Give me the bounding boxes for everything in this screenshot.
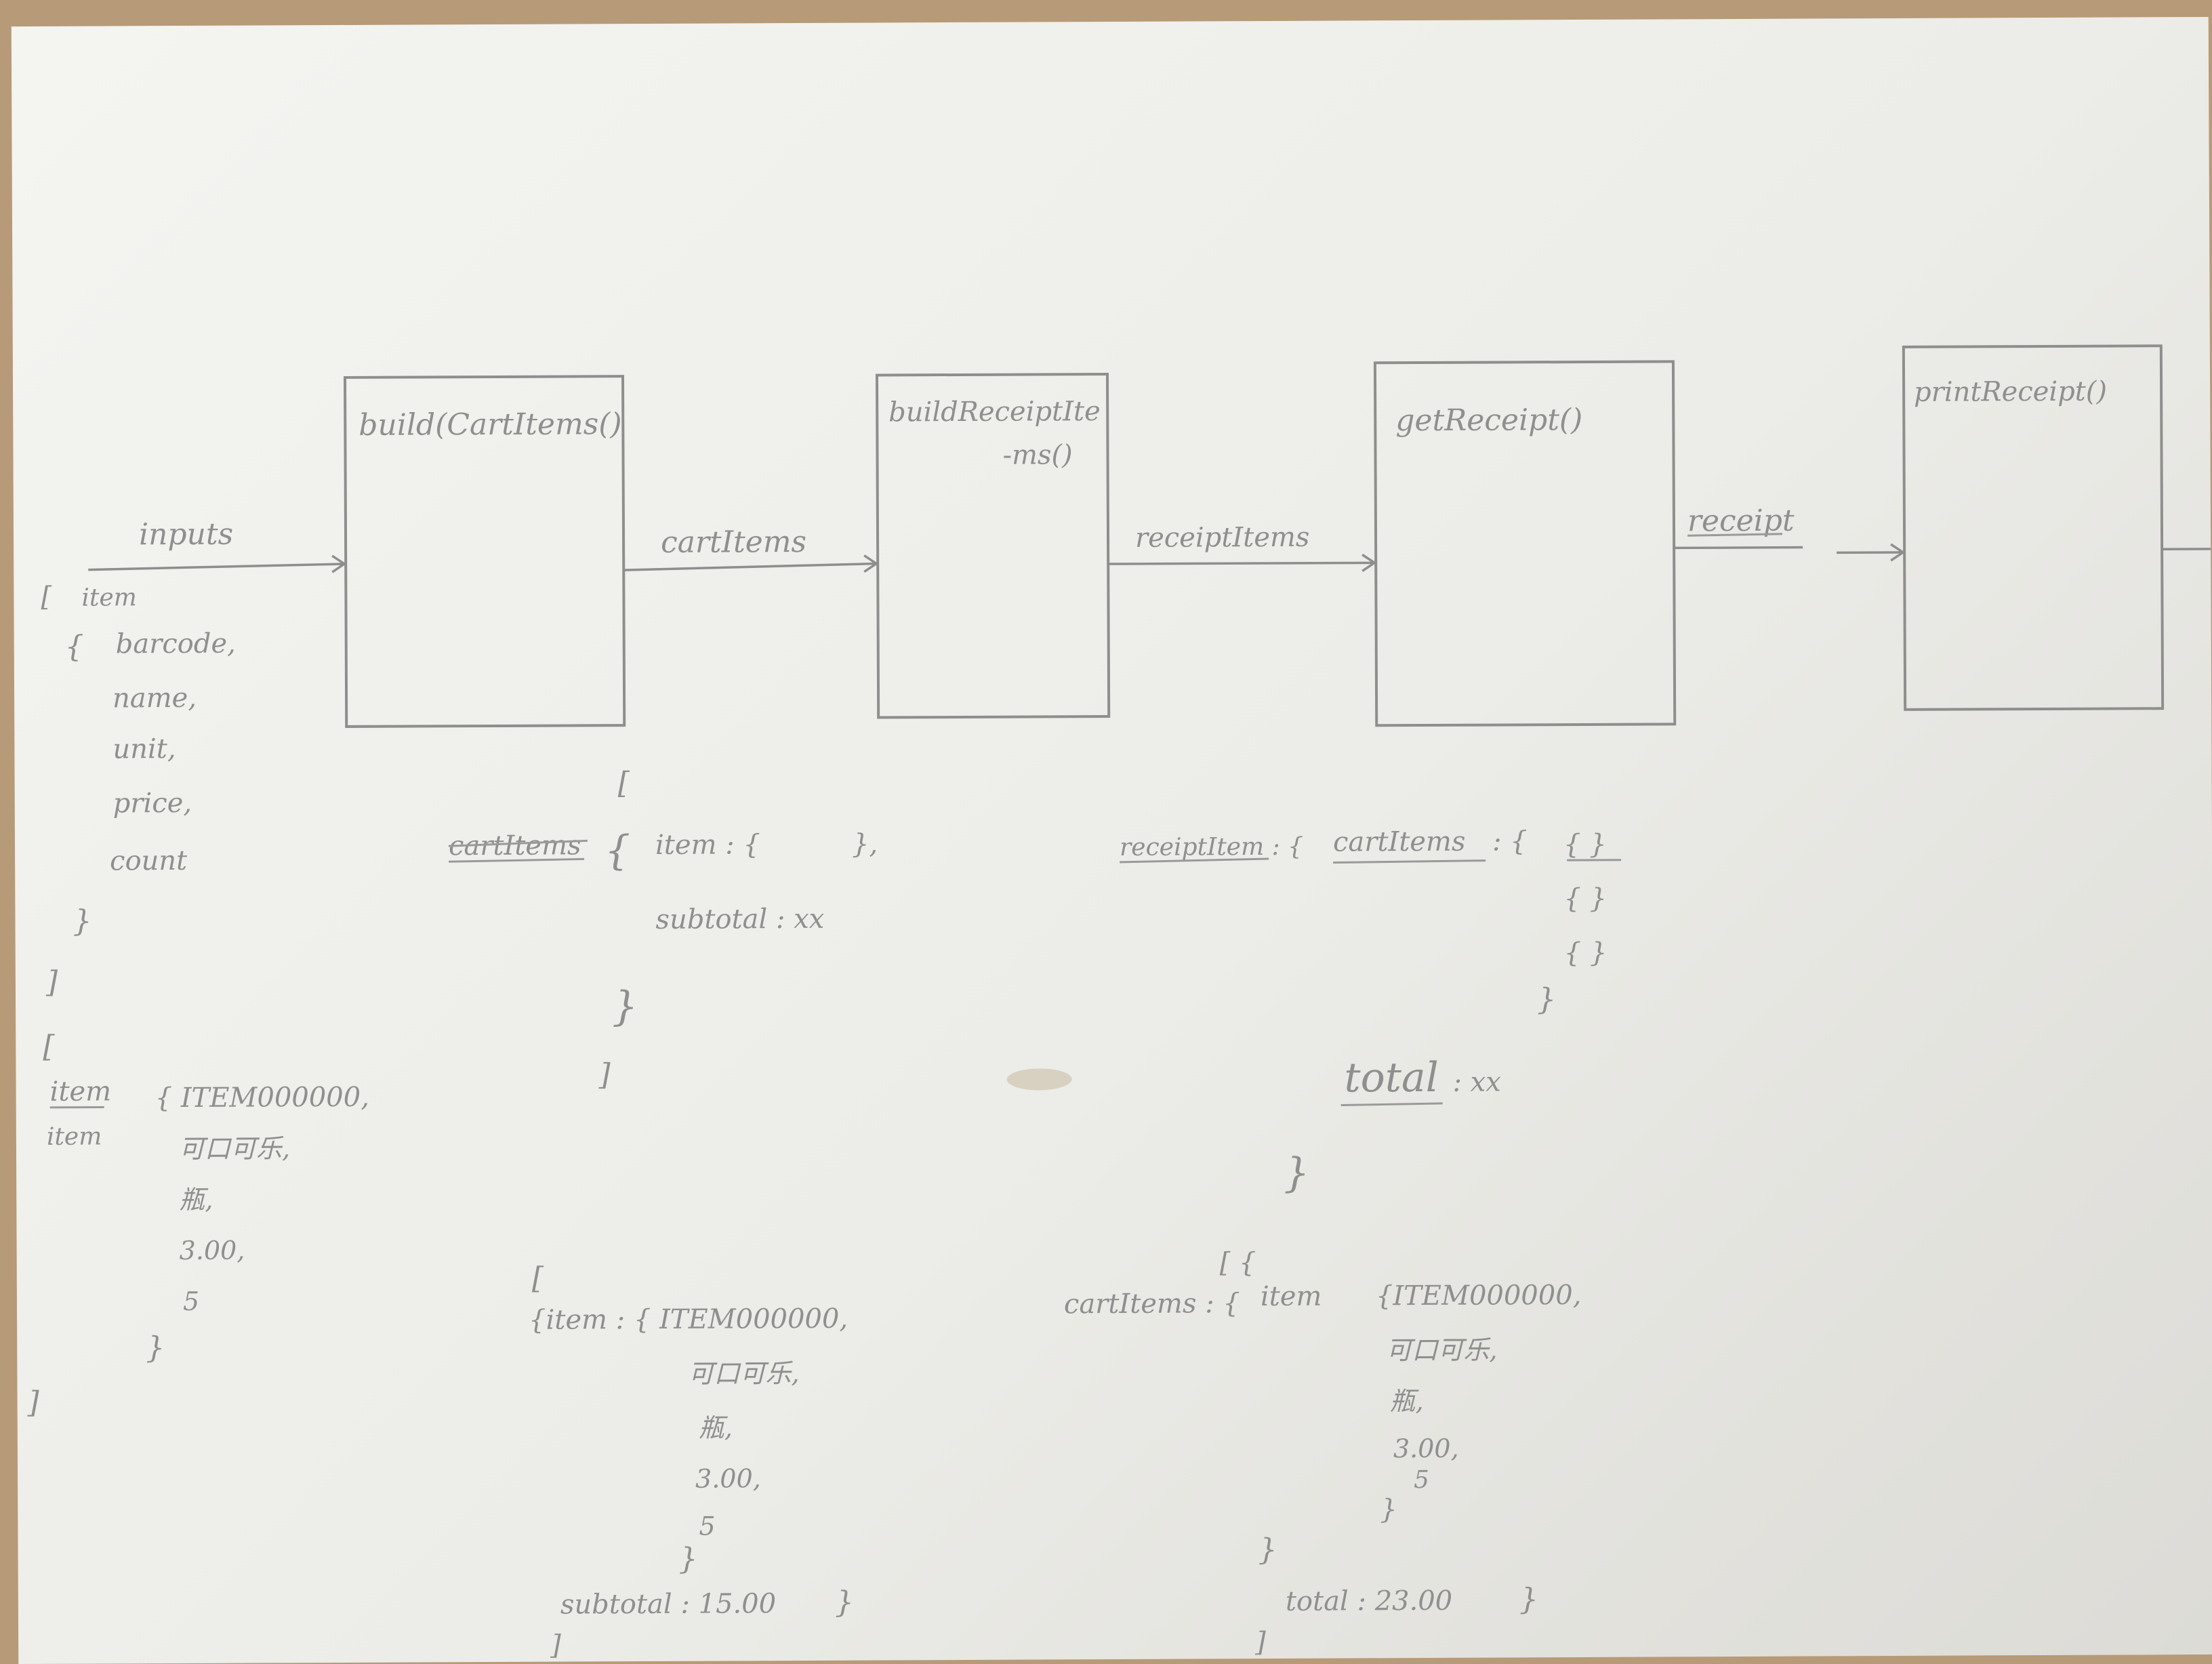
svg-text:[: [ <box>532 1261 544 1296</box>
svg-text:count: count <box>110 845 188 877</box>
inputs-flow-label: inputs <box>139 517 233 552</box>
svg-text:cartItems: cartItems <box>1333 826 1466 858</box>
svg-text:[: [ <box>618 766 630 800</box>
inputs-arrow <box>88 556 344 573</box>
svg-text:price,: price, <box>113 788 192 819</box>
svg-text:: xx: : xx <box>1452 1067 1501 1098</box>
svg-text:{ }: { } <box>1563 883 1607 914</box>
svg-text:瓶,: 瓶, <box>1390 1386 1424 1416</box>
svg-text:total: total <box>1344 1054 1439 1102</box>
receipt-items-flow-label: receiptItems <box>1135 522 1310 554</box>
svg-text:可口可乐,: 可口可乐, <box>179 1133 290 1164</box>
svg-text:3.00,: 3.00, <box>1393 1434 1459 1463</box>
svg-text:item: item <box>47 1123 102 1151</box>
svg-text:{ }: { } <box>1564 937 1607 969</box>
svg-text:{item : { ITEM000000,: {item : { ITEM000000, <box>529 1303 848 1336</box>
svg-text:[: [ <box>41 582 52 613</box>
build-receipt-items-label-line1: buildReceiptIte <box>888 396 1101 428</box>
svg-text:}: } <box>1258 1533 1277 1567</box>
svg-text:item: item <box>1261 1281 1322 1312</box>
svg-text:[ {: [ { <box>1220 1247 1256 1278</box>
svg-text:]: ] <box>45 965 58 1000</box>
inputs-schema: [ item { barcode, name, unit, price, cou… <box>41 581 237 1000</box>
print-receipt-label: printReceipt() <box>1914 376 2107 408</box>
paper-smudge <box>1006 1068 1071 1090</box>
svg-text:}: } <box>1284 1150 1309 1197</box>
svg-text:]: ] <box>26 1385 39 1420</box>
svg-text:}: } <box>146 1331 165 1365</box>
svg-text:{: { <box>65 630 84 664</box>
svg-text:瓶,: 瓶, <box>179 1185 213 1215</box>
build-receipt-items-label-line2: -ms() <box>1002 439 1072 470</box>
svg-text:}: } <box>835 1585 854 1620</box>
svg-text:item : {: item : { <box>655 829 760 861</box>
svg-text:cartItems : {: cartItems : { <box>1064 1288 1240 1320</box>
svg-text:{ ITEM000000,: { ITEM000000, <box>155 1082 369 1114</box>
svg-text:item: item <box>50 1076 112 1107</box>
svg-text:{: { <box>605 827 630 874</box>
cart-items-flow-label: cartItems <box>661 525 806 560</box>
svg-text:{ITEM000000,: {ITEM000000, <box>1376 1280 1582 1312</box>
svg-text:]: ] <box>550 1630 561 1661</box>
svg-text:}: } <box>612 983 638 1030</box>
svg-text:可口可乐,: 可口可乐, <box>688 1358 799 1389</box>
svg-text:: {: : { <box>1492 826 1528 857</box>
svg-text:subtotal : 15.00: subtotal : 15.00 <box>560 1588 776 1620</box>
svg-text:]: ] <box>1254 1627 1266 1658</box>
svg-text:{ }: { } <box>1563 829 1607 860</box>
cart-items-example: [ {item : { ITEM000000, 可口可乐, 瓶, 3.00, 5… <box>529 1260 855 1661</box>
svg-text:item: item <box>81 584 137 611</box>
svg-text:}: } <box>1519 1582 1538 1617</box>
svg-text:name,: name, <box>112 683 197 714</box>
paper-sheet: build(CartItems() buildReceiptIte -ms() … <box>12 17 2212 1664</box>
svg-text:receiptItem : {: receiptItem : { <box>1120 833 1303 861</box>
svg-text:}: } <box>1380 1494 1397 1525</box>
receipt-items-arrow <box>1108 554 1374 572</box>
inputs-example: [ item item { ITEM000000, 可口可乐, 瓶, 3.00,… <box>25 1028 371 1420</box>
svg-text:[: [ <box>43 1030 55 1064</box>
svg-text:}: } <box>1537 982 1556 1017</box>
build-cart-items-label: build(CartItems() <box>359 407 622 443</box>
receipt-items-example: [ { cartItems : { item {ITEM000000, 可口可乐… <box>1064 1246 1583 1659</box>
svg-text:}: } <box>679 1542 698 1577</box>
svg-text:5: 5 <box>183 1286 199 1316</box>
svg-text:},: }, <box>852 829 878 860</box>
receipt-arrow <box>1674 543 2211 561</box>
cart-items-schema: [ cartItems { item : { }, subtotal : xx … <box>449 765 879 1093</box>
svg-text:5: 5 <box>1414 1466 1429 1494</box>
svg-text:total : 23.00: total : 23.00 <box>1286 1585 1452 1617</box>
svg-text:可口可乐,: 可口可乐, <box>1386 1335 1497 1366</box>
get-receipt-label: getReceipt() <box>1395 403 1582 438</box>
svg-text:]: ] <box>598 1057 611 1092</box>
svg-text:瓶,: 瓶, <box>699 1413 733 1442</box>
flow-diagram: build(CartItems() buildReceiptIte -ms() … <box>12 17 2212 1664</box>
svg-text:5: 5 <box>699 1511 715 1541</box>
svg-text:3.00,: 3.00, <box>180 1236 245 1265</box>
svg-text:}: } <box>73 904 91 939</box>
svg-text:unit,: unit, <box>112 733 176 765</box>
svg-text:subtotal : xx: subtotal : xx <box>655 904 824 935</box>
svg-text:3.00,: 3.00, <box>695 1463 761 1493</box>
svg-text:barcode,: barcode, <box>116 628 236 660</box>
receipt-items-schema: receiptItem : { cartItems : { { } { } { … <box>1120 826 1622 1198</box>
